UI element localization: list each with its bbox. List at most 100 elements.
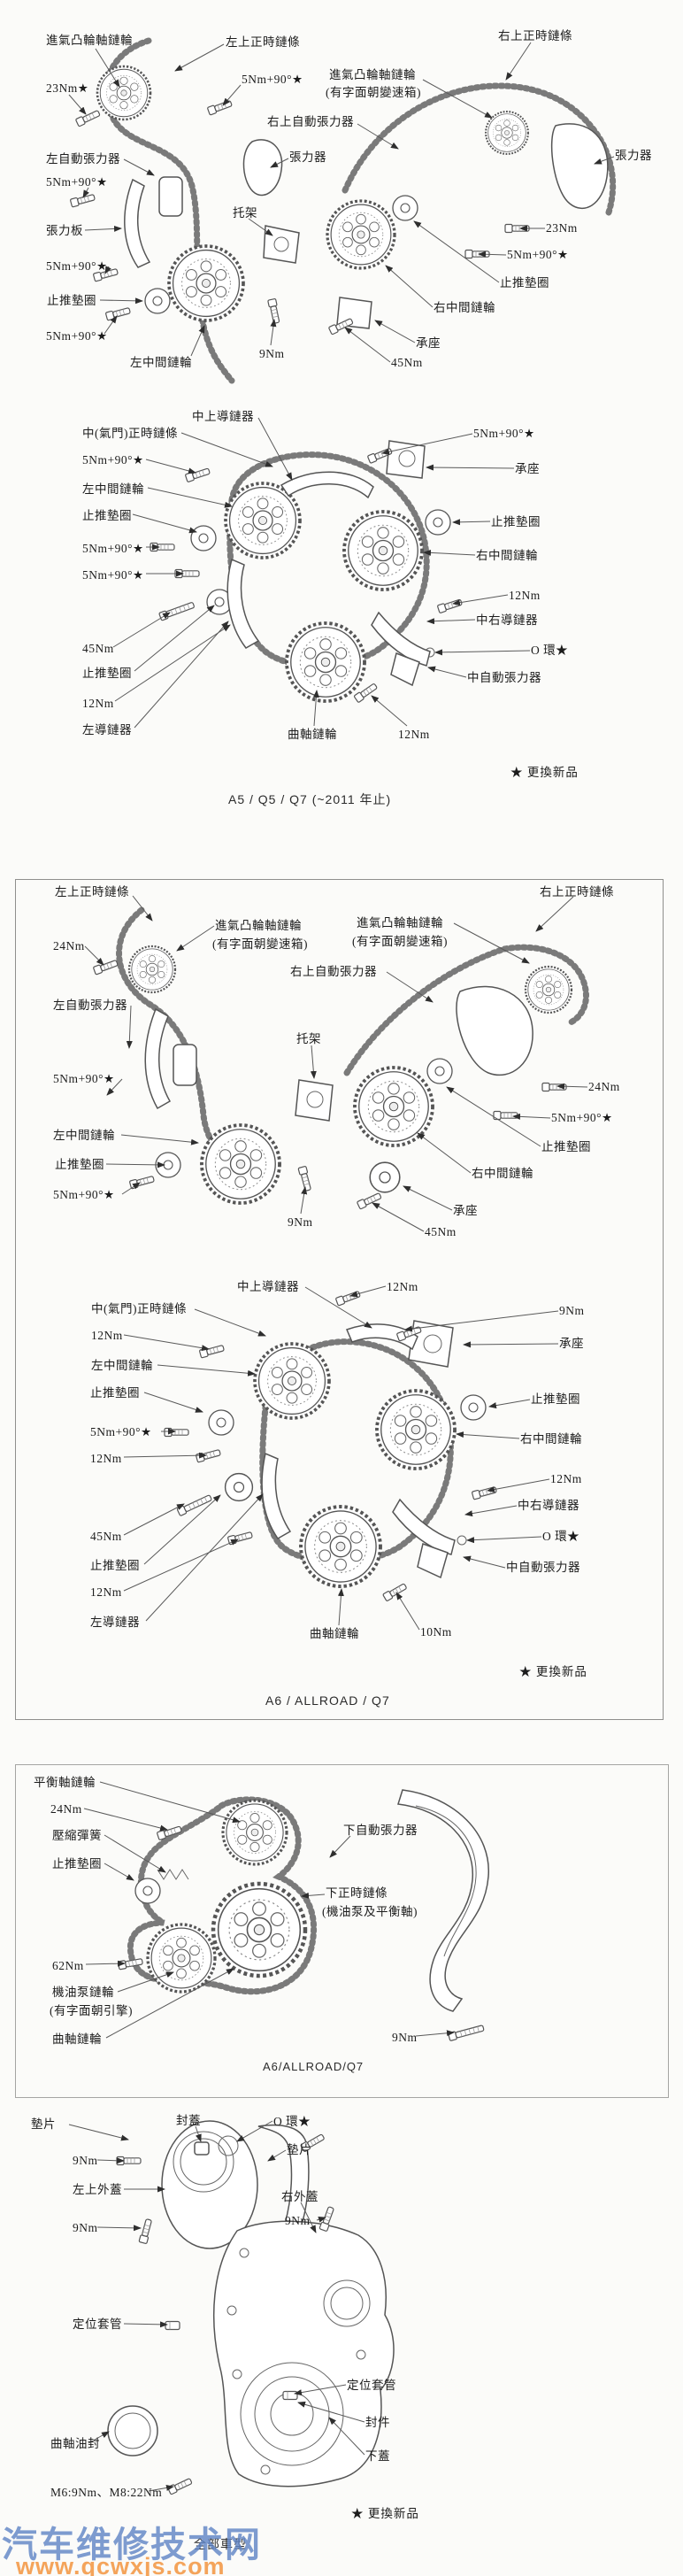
leader-line [112,612,171,648]
leader-line [123,1334,210,1352]
part-label: 12Nm [90,1585,122,1599]
part-label: 23Nm [546,221,578,235]
part-label: 止推墊圈 [55,1158,104,1171]
leader-line [121,1182,141,1195]
part-label: (機油泵及平衡軸) [322,1905,418,1918]
part-label: 右上自動張力器 [267,115,354,128]
part-label: 12Nm [82,697,114,710]
section-frame-a6-upper [15,879,664,1720]
caption-a5-q5-q7: A5 / Q5 / Q7 (~2011 年止) [228,792,392,806]
part-label: 平衡軸鏈輪 [34,1776,96,1789]
crankshaft-oil-seal-inner [114,2412,151,2449]
part-label: 10Nm [420,1625,452,1639]
leader-line [88,2431,110,2444]
leader-line [270,319,277,346]
leader-line [123,158,155,176]
leader-line [413,220,500,283]
leader-line [452,519,491,526]
leader-line [145,1493,264,1622]
part-label: 5Nm+90°★ [473,427,535,440]
part-label: 左中間鏈輪 [53,1129,115,1142]
part-label: 左上正時鏈條 [55,885,129,899]
part-label: 左導鏈器 [90,1616,140,1629]
bracket-hole [306,1091,324,1108]
leader-line [257,417,293,481]
leader-line [132,895,153,922]
leader-line [143,1392,203,1413]
leader-line [195,2125,202,2142]
left-auto-tensioner [158,176,183,217]
leader-line [96,2157,125,2164]
leader-line [95,48,120,88]
leader-line [417,1132,472,1174]
part-label: 9Nm [288,1215,313,1229]
diagram-a5-q5-q7 [69,37,617,704]
leader-line [180,432,273,467]
part-label: 止推墊圈 [47,294,96,307]
part-label: 右上正時鏈條 [498,29,572,42]
part-label: 5Nm+90°★ [46,175,108,189]
leader-line [105,1968,234,2039]
part-label: 曲軸油封 [50,2437,100,2450]
part-label: 承座 [559,1337,584,1350]
leader-line [310,1045,317,1079]
leader-line [344,327,391,363]
part-label: 止推墊圈 [491,515,541,528]
part-label: 5Nm+90°★ [242,73,303,86]
caption-a6-allroad-q7-lower: A6/ALLROAD/Q7 [263,2060,365,2073]
middle-right-chain-guide [392,1498,456,1555]
part-label: 5Nm+90°★ [46,259,108,273]
part-label: (有字面朝變速箱) [352,935,448,948]
part-label: 右中間鏈輪 [472,1167,533,1180]
leader-line [395,1592,420,1631]
leader-line [99,297,143,305]
part-label: 止推墊圈 [541,1140,591,1153]
part-label: M6:9Nm、M8:22Nm [50,2486,163,2499]
leader-line [174,43,225,72]
part-label: 24Nm [53,939,85,953]
part-label: O 環★ [273,2115,311,2128]
part-label: 曲軸鏈輪 [288,728,337,741]
left-upper-timing-chain [116,906,232,1165]
part-label: 12Nm [509,589,541,602]
leader-line [487,1478,550,1492]
leader-line [488,1399,531,1409]
o-ring [457,1535,467,1546]
leader-line [84,225,122,232]
diagram-all-models-covers [107,2120,395,2495]
middle-valve-timing-chain [259,1338,454,1565]
part-label: 進氣凸輪軸鏈輪 [46,34,133,47]
part-label: 左中間鏈輪 [82,482,144,496]
part-label: 中(氣門)正時鏈條 [82,427,178,440]
part-label: 左導鏈器 [82,723,132,737]
part-label: 9Nm [73,2221,98,2234]
seat-hole [423,1334,442,1354]
part-label: O 環★ [542,1530,580,1543]
bracket-hole [273,236,289,252]
part-label: 9Nm [259,347,285,360]
leader-line [267,2149,287,2162]
left-chain-guide [226,558,260,649]
bolt-hole [232,2369,242,2379]
leader-line [68,94,87,115]
compression-spring [157,1869,189,1880]
upper-middle-chain-guide [280,471,374,499]
leader-line [123,1539,239,1592]
leader-line [403,1185,453,1211]
lower-auto-tensioner [397,1789,489,2012]
leader-line [300,1186,308,1215]
leader-line [426,464,515,471]
part-label: 承座 [453,1204,478,1217]
bolt-hole [260,2464,271,2475]
part-label: 右中間鏈輪 [434,301,495,314]
leader-line [463,1555,506,1569]
part-label: 23Nm★ [46,81,89,95]
leader-line [123,2321,168,2328]
leader-line [453,922,530,964]
leader-line [446,1086,541,1147]
leader-line [104,266,111,274]
part-label: 止推墊圈 [90,1559,140,1572]
part-label: 右上自動張力器 [290,965,377,978]
